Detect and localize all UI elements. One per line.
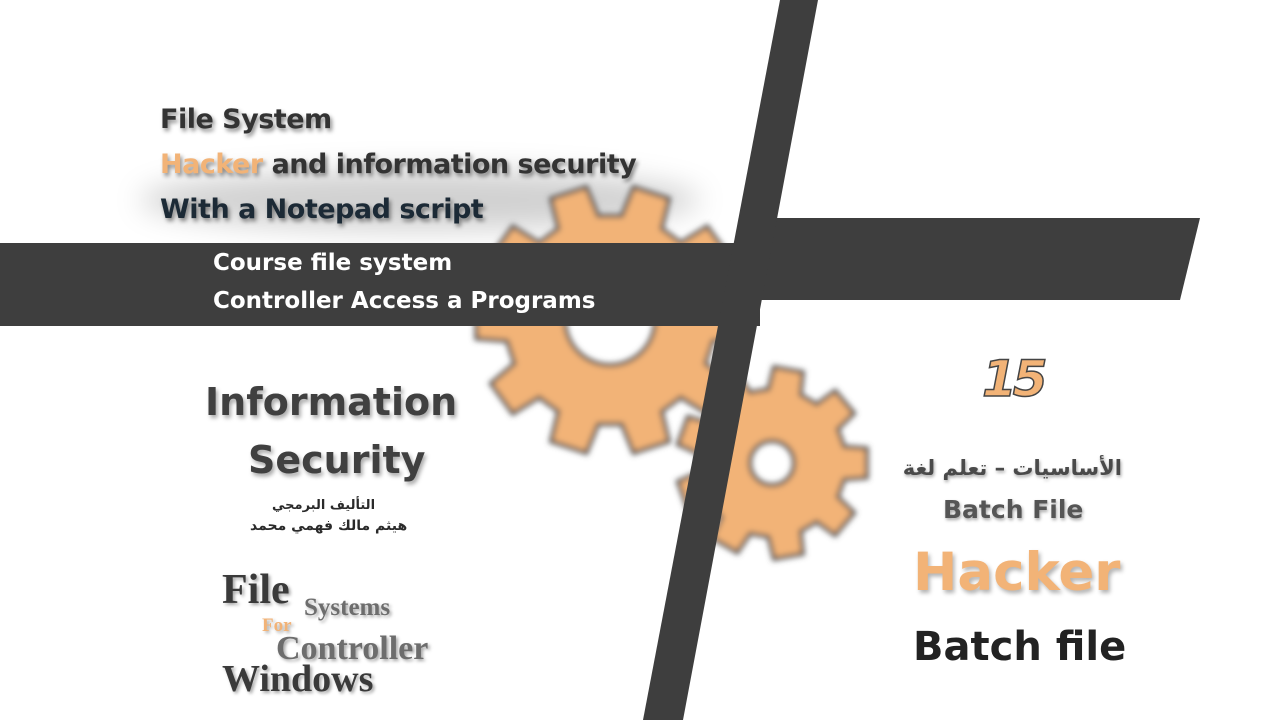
logo-windows: Windows (222, 658, 374, 700)
diagonal-slash (643, 0, 818, 720)
lesson-number: 15 (981, 349, 1048, 409)
right-band (757, 218, 1200, 300)
info-security-line-1: Information (205, 380, 458, 424)
header-line-3: With a Notepad script (160, 194, 484, 225)
info-security-line-2: Security (248, 438, 426, 482)
band-line-1: Course file system (213, 250, 453, 276)
batch-file-small: Batch File (943, 495, 1084, 524)
batch-file-title: Batch file (913, 624, 1127, 670)
header-line-2-rest: and information security (262, 149, 637, 180)
header-line-1: File System (160, 104, 332, 135)
header-hacker-word: Hacker (160, 149, 263, 180)
band-line-2: Controller Access a Programs (213, 288, 596, 314)
arabic-subtitle: الأساسيات – تعلم لغة (902, 456, 1122, 480)
header-line-2: Hacker and information security (160, 149, 637, 180)
logo-for: For (262, 615, 292, 636)
logo-systems: Systems (304, 594, 391, 621)
author-name: هيثم مالك فهمي محمد (250, 518, 408, 534)
logo-controller: Controller (276, 630, 429, 667)
hacker-title: Hacker (913, 542, 1121, 603)
logo-file: File (222, 567, 290, 613)
author-label: التأليف البرمجي (272, 498, 376, 513)
dark-band (0, 243, 760, 326)
